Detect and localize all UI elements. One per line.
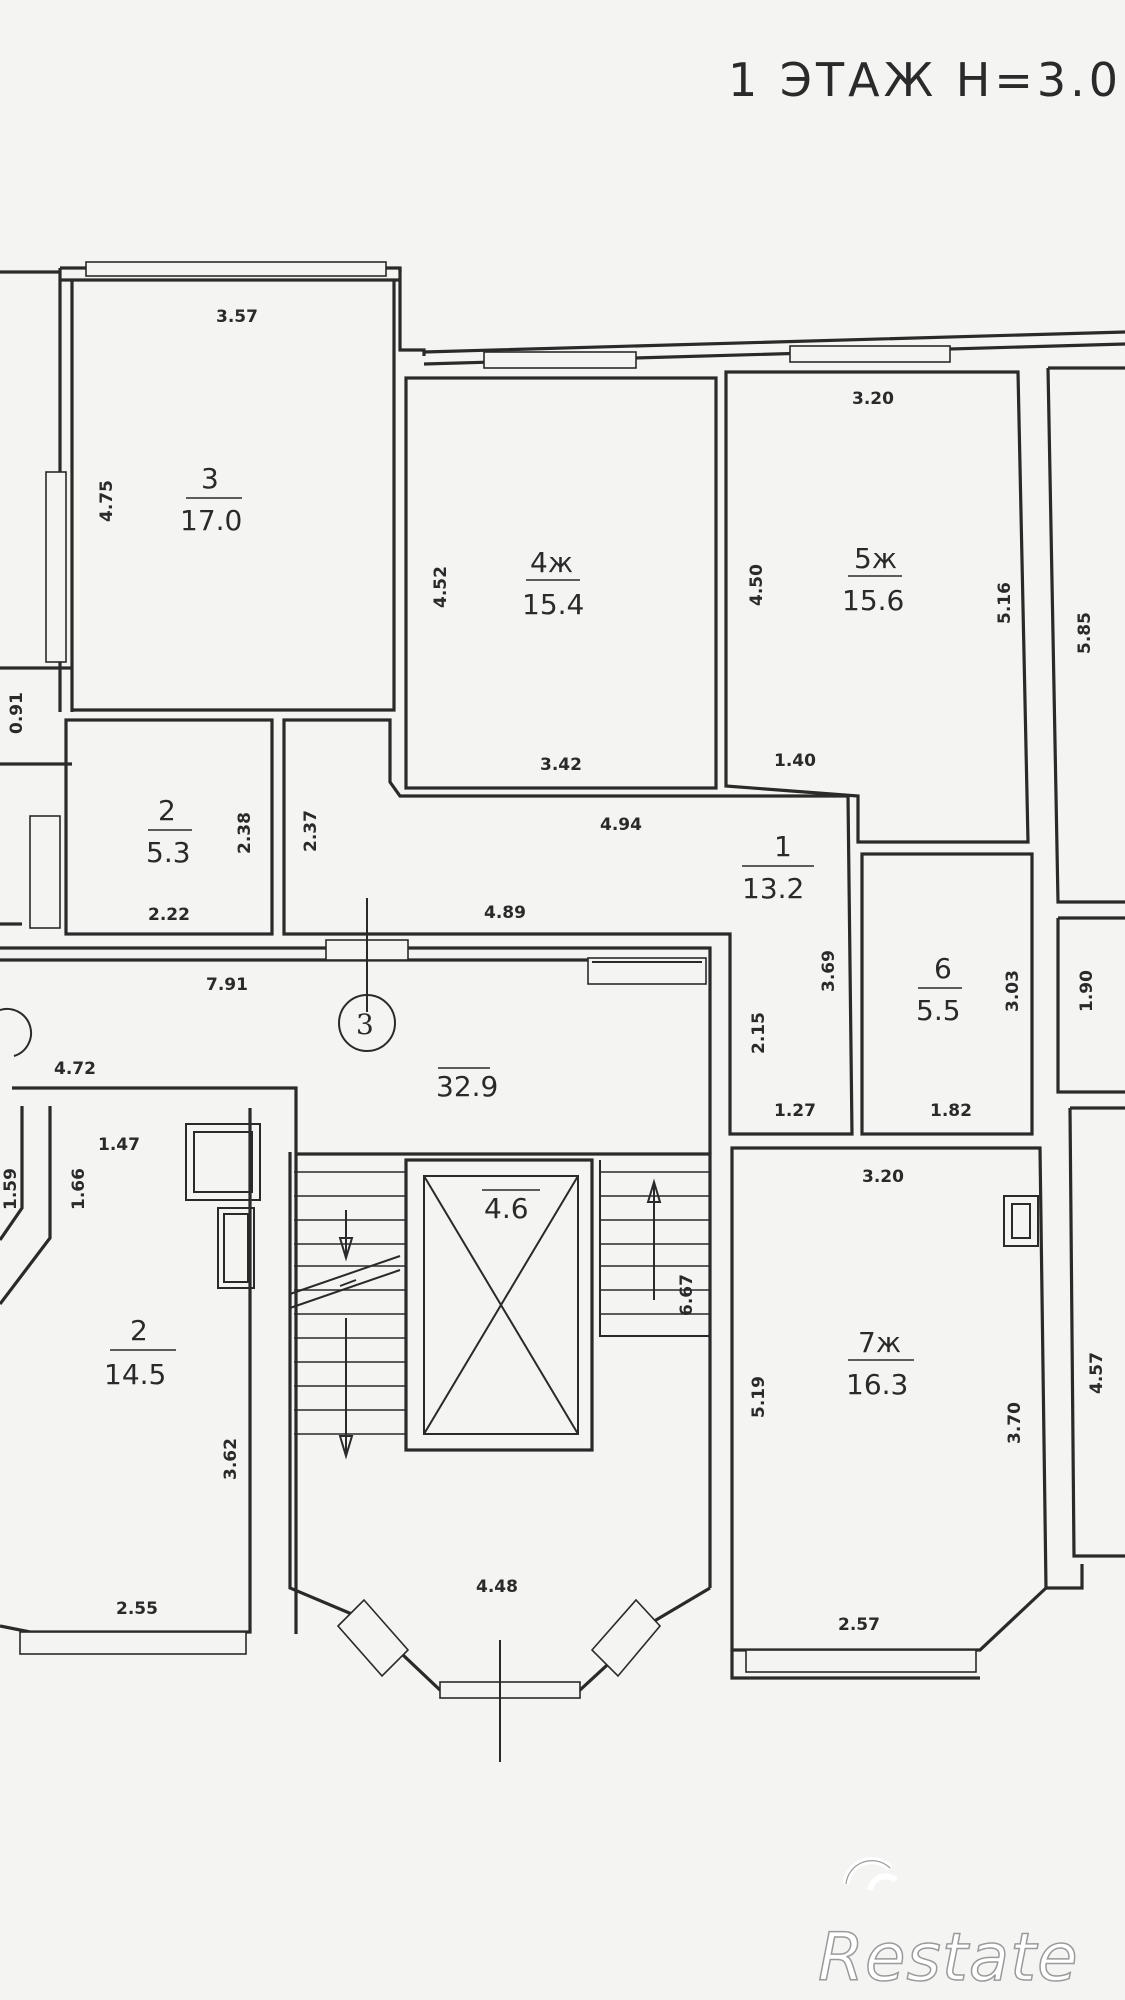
room-number: 5ж bbox=[854, 542, 897, 575]
room-number: 1 bbox=[774, 830, 792, 863]
dimension-label: 3.20 bbox=[862, 1167, 904, 1187]
dimension-label: 3.20 bbox=[852, 389, 894, 409]
room-label: 32.9 bbox=[436, 1067, 498, 1103]
dimension-label: 1.66 bbox=[69, 1168, 89, 1210]
room-labels: 3 17.0 4ж 15.4 5ж 15.6 2 5.3 1 13.2 6 5.… bbox=[104, 462, 962, 1401]
axis-marker-label: 3 bbox=[356, 1008, 374, 1041]
room-label: 5ж 15.6 bbox=[842, 542, 904, 617]
room-label: 4.6 bbox=[482, 1189, 540, 1225]
watermark-text: Restate bbox=[818, 1919, 1079, 1996]
dimension-label: 3.42 bbox=[540, 755, 582, 775]
dimension-label: 0.91 bbox=[7, 692, 27, 734]
room-label: 2 5.3 bbox=[146, 794, 192, 869]
room-label: 4ж 15.4 bbox=[522, 546, 584, 621]
dimension-label: 7.91 bbox=[206, 975, 248, 995]
dimension-label: 4.57 bbox=[1087, 1352, 1107, 1394]
dimension-label: 4.48 bbox=[476, 1577, 518, 1597]
room-area: 15.6 bbox=[842, 584, 904, 617]
dimension-label: 5.19 bbox=[749, 1376, 769, 1418]
dimension-label: 5.16 bbox=[995, 582, 1015, 624]
dimension-label: 4.89 bbox=[484, 903, 526, 923]
restate-watermark: Restate bbox=[817, 1857, 1079, 1997]
dimension-label: 1.90 bbox=[1077, 970, 1097, 1012]
dimension-label: 2.22 bbox=[148, 905, 190, 925]
room-area: 4.6 bbox=[484, 1192, 529, 1225]
room-area: 32.9 bbox=[436, 1070, 498, 1103]
room-label: 7ж 16.3 bbox=[846, 1326, 914, 1401]
room-area: 16.3 bbox=[846, 1368, 908, 1401]
room-number: 3 bbox=[201, 462, 219, 495]
dimension-label: 3.57 bbox=[216, 307, 258, 327]
windows bbox=[19, 261, 977, 1699]
axis-marker: 3 bbox=[0, 898, 501, 1762]
room-area: 5.3 bbox=[146, 836, 191, 869]
walls bbox=[0, 266, 1125, 1692]
dimension-label: 2.38 bbox=[235, 812, 255, 854]
dimension-label: 2.37 bbox=[301, 810, 321, 852]
room-label: 6 5.5 bbox=[916, 952, 962, 1027]
dimension-label: 6.67 bbox=[677, 1274, 697, 1316]
dimension-label: 3.62 bbox=[221, 1438, 241, 1480]
dimension-label: 4.94 bbox=[600, 815, 642, 835]
dimension-label: 1.47 bbox=[98, 1135, 140, 1155]
room-number: 4ж bbox=[530, 546, 573, 579]
dimension-label: 1.40 bbox=[774, 751, 816, 771]
room-number: 2 bbox=[158, 794, 176, 827]
room-number: 7ж bbox=[858, 1326, 901, 1359]
dimension-label: 4.50 bbox=[747, 564, 767, 606]
dimension-label: 1.59 bbox=[1, 1168, 21, 1210]
fixtures bbox=[185, 961, 1039, 1289]
room-area: 17.0 bbox=[180, 504, 242, 537]
dimension-label: 3.03 bbox=[1003, 970, 1023, 1012]
dimension-label: 3.69 bbox=[819, 950, 839, 992]
dimension-label: 5.85 bbox=[1075, 612, 1095, 654]
room-area: 5.5 bbox=[916, 994, 961, 1027]
dimension-label: 4.52 bbox=[431, 566, 451, 608]
room-area: 13.2 bbox=[742, 872, 804, 905]
dimension-label: 2.15 bbox=[749, 1012, 769, 1054]
staircase bbox=[289, 1160, 710, 1460]
room-number: 6 bbox=[934, 952, 952, 985]
room-label: 3 17.0 bbox=[180, 462, 242, 537]
room-area: 15.4 bbox=[522, 588, 584, 621]
floor-title: 1 ЭТАЖ H=3.02 bbox=[728, 53, 1125, 107]
room-number: 2 bbox=[130, 1314, 148, 1347]
room-label: 2 14.5 bbox=[104, 1314, 176, 1391]
dimension-label: 1.82 bbox=[930, 1101, 972, 1121]
dimension-label: 2.55 bbox=[116, 1599, 158, 1619]
room-area: 14.5 bbox=[104, 1358, 166, 1391]
dimension-label: 1.27 bbox=[774, 1101, 816, 1121]
lift-shaft bbox=[423, 1175, 579, 1435]
room-label: 1 13.2 bbox=[742, 830, 814, 905]
dimension-label: 4.75 bbox=[97, 480, 117, 522]
dimension-label: 2.57 bbox=[838, 1615, 880, 1635]
dimension-label: 3.70 bbox=[1005, 1402, 1025, 1444]
dimension-label: 4.72 bbox=[54, 1059, 96, 1079]
dimension-labels: 3.57 4.75 3.20 4.52 4.50 5.16 5.85 3.42 … bbox=[1, 307, 1107, 1635]
